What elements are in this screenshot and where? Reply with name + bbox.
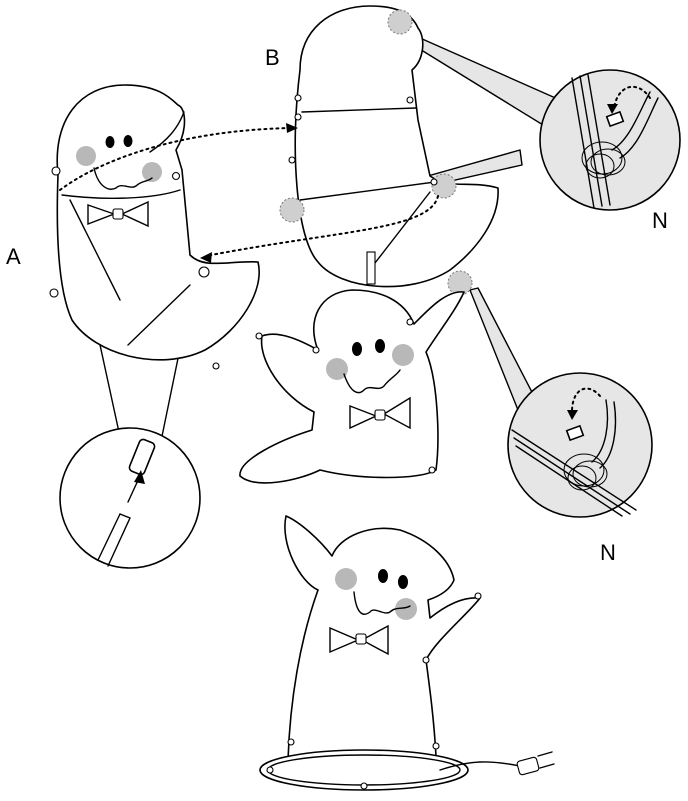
zoom-callout-bottom xyxy=(470,288,652,517)
ghost-middle xyxy=(240,290,464,483)
ghost-b xyxy=(280,6,498,295)
ghost-a xyxy=(50,85,259,369)
label-b: B xyxy=(265,45,280,70)
label-a: A xyxy=(6,244,21,269)
label-n-top: N xyxy=(652,208,668,233)
ghost-bottom xyxy=(285,516,481,769)
label-n-bottom: N xyxy=(600,540,616,565)
stake xyxy=(367,252,375,284)
